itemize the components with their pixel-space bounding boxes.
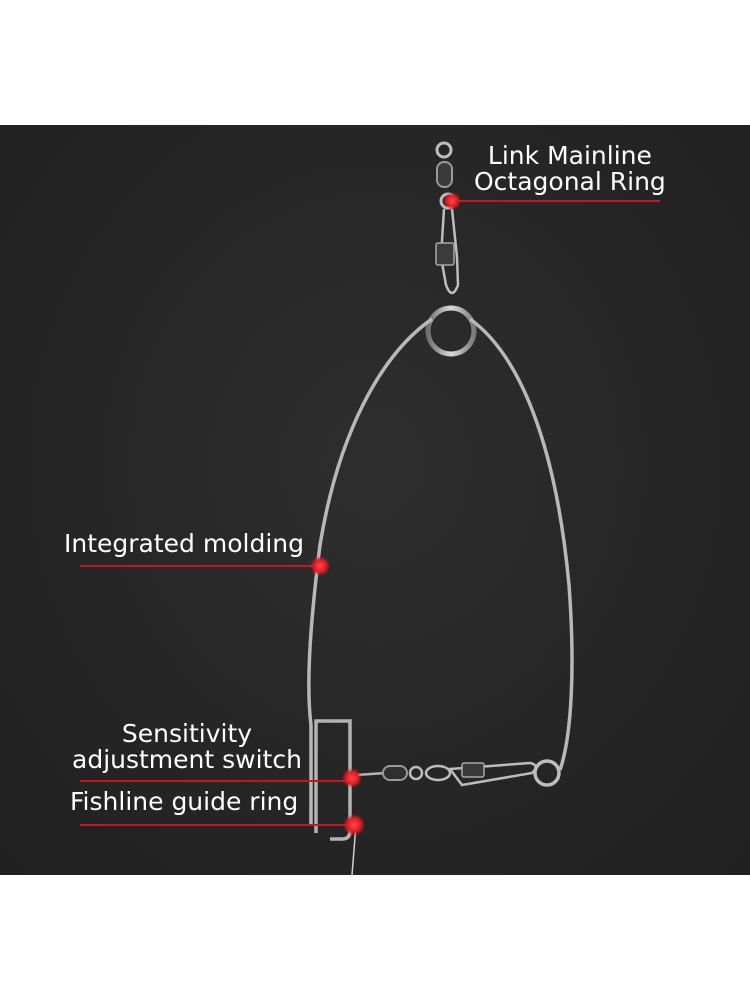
callout-text-line: Sensitivity — [121, 719, 253, 748]
sensitivity-switch-bracket — [314, 719, 352, 841]
marker-fishline-guide-ring — [343, 814, 365, 836]
product-photo: Link Mainline Octagonal Ring Integrated … — [0, 125, 750, 875]
marker-sensitivity-switch — [342, 768, 362, 788]
octagonal-ring — [425, 305, 477, 357]
callout-text-line: Integrated molding — [64, 529, 304, 558]
callout-fishline-guide-ring: Fishline guide ring — [70, 789, 298, 815]
marker-integrated-molding — [310, 556, 330, 576]
bottom-swivel-snap — [355, 759, 561, 787]
top-swivel — [435, 141, 460, 295]
callout-text-line: Fishline guide ring — [70, 787, 299, 816]
integrated-wire-frame — [307, 317, 574, 825]
fishing-bite-indicator-illustration — [80, 141, 660, 875]
callout-sensitivity-adjustment-switch: Sensitivity adjustment switch — [72, 721, 302, 773]
callout-text-line: Octagonal Ring — [474, 167, 666, 196]
callout-text-line: Link Mainline — [487, 141, 652, 170]
callout-link-mainline-octagonal-ring: Link Mainline Octagonal Ring — [474, 143, 666, 195]
callout-text-line: adjustment switch — [72, 745, 302, 774]
marker-octagonal-ring — [443, 192, 461, 210]
callout-integrated-molding: Integrated molding — [64, 531, 304, 557]
